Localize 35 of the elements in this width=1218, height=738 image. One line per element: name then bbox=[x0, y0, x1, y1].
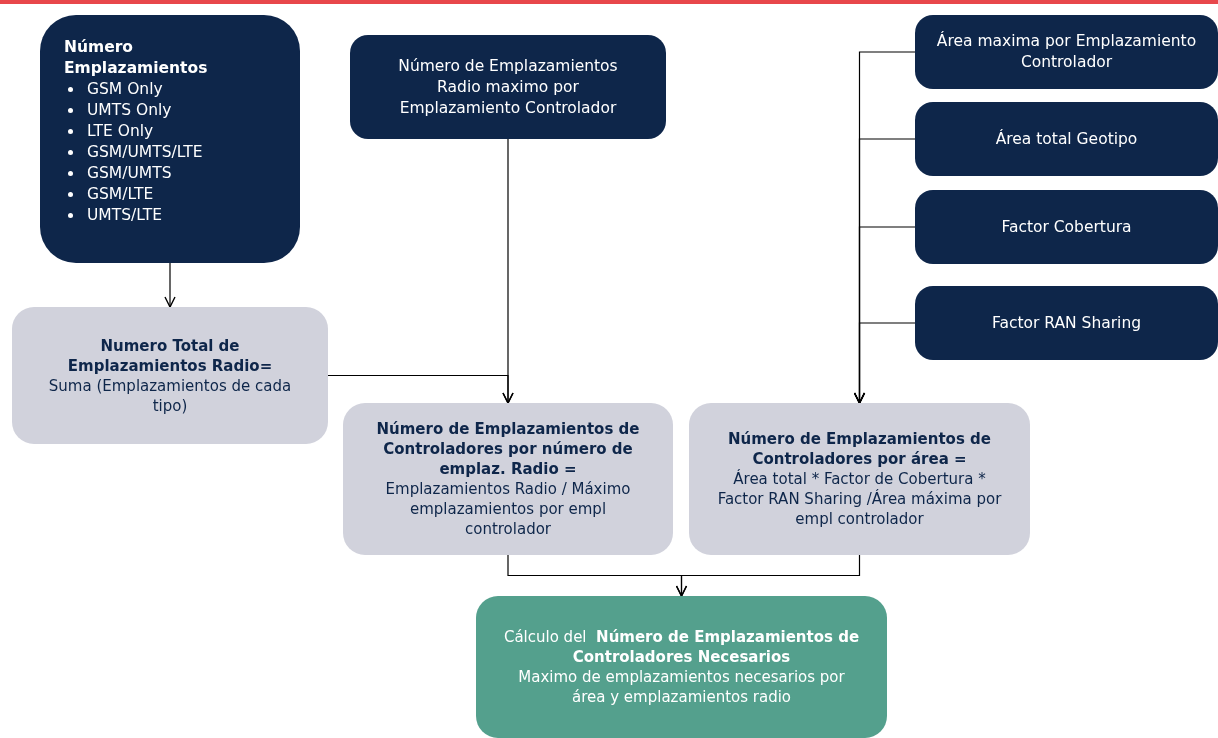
input-box bbox=[350, 35, 666, 139]
formula-text: Área total * Factor de Cobertura * Factor RAN Sharing /Área máxima por empl controlador bbox=[716, 469, 1003, 529]
formula-box bbox=[12, 307, 328, 444]
box-heading: Número de Emplazamientos de Controladores por número de emplaz. Radio = bbox=[375, 419, 641, 479]
box-heading: Numero Total de Emplazamientos Radio= bbox=[66, 335, 274, 376]
list-item: LTE Only bbox=[87, 121, 154, 142]
box-heading: Cálculo del Número de Emplazamientos de Controladores Necesarios bbox=[502, 627, 861, 667]
list-item: UMTS Only bbox=[87, 100, 172, 121]
input-box bbox=[40, 15, 300, 263]
formula-text: Suma (Emplazamientos de cada tipo) bbox=[47, 375, 293, 416]
input-box bbox=[915, 286, 1218, 360]
list-item: GSM/LTE bbox=[87, 184, 154, 205]
input-box bbox=[915, 190, 1218, 264]
formula-text: Emplazamientos Radio / Máximo emplazamientos por empl controlador bbox=[384, 479, 632, 539]
box-heading: Número Emplazamientos bbox=[64, 37, 209, 79]
list-item: GSM/UMTS bbox=[87, 163, 172, 184]
list-item: UMTS/LTE bbox=[87, 205, 162, 226]
box-heading: Número de Emplazamientos de Controladores por área = bbox=[727, 429, 992, 469]
list-item: GSM/UMTS/LTE bbox=[87, 142, 203, 163]
input-box bbox=[915, 15, 1218, 89]
box-text: Factor RAN Sharing bbox=[991, 312, 1142, 334]
box-text: Área maxima por Emplazamiento Controlador bbox=[935, 31, 1198, 73]
input-box bbox=[915, 102, 1218, 176]
list-item: GSM Only bbox=[87, 79, 163, 100]
formula-box bbox=[689, 403, 1030, 555]
box-text: Área total Geotipo bbox=[995, 128, 1138, 150]
arrow bbox=[675, 554, 861, 597]
arrow bbox=[853, 322, 916, 404]
arrow bbox=[164, 262, 176, 308]
box-text: Número de Emplazamientos Radio maximo por Emplazamiento Controlador bbox=[397, 55, 619, 119]
box-text: Maximo de emplazamientos necesarios por área y emplazamientos radio bbox=[517, 667, 846, 707]
arrow bbox=[502, 138, 514, 404]
formula-box bbox=[343, 403, 673, 555]
box-text: Factor Cobertura bbox=[1001, 216, 1132, 238]
result-box bbox=[476, 596, 887, 738]
